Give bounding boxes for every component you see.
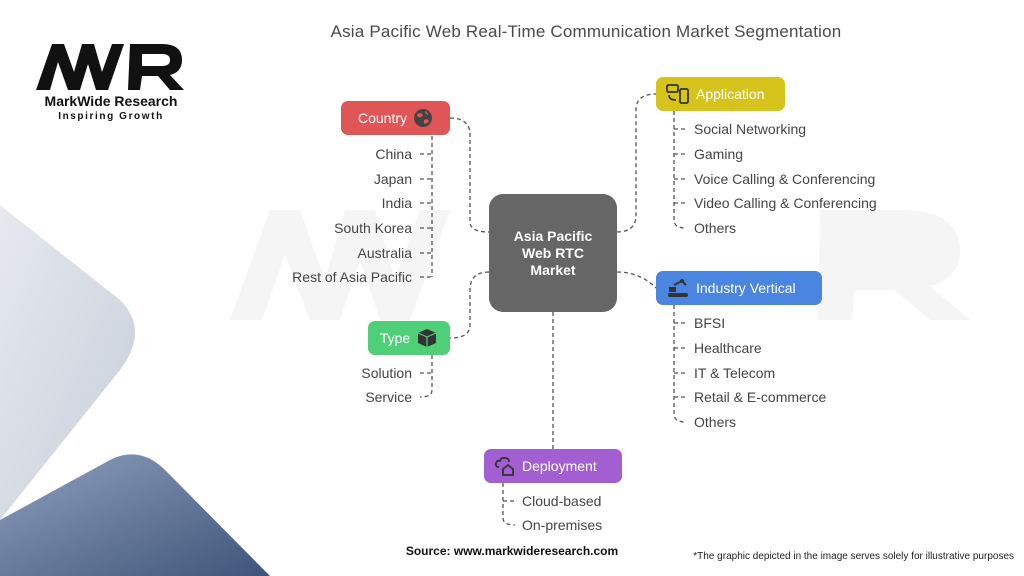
logo-tagline: Inspiring Growth <box>58 111 164 122</box>
page-title: Asia Pacific Web Real-Time Communication… <box>330 22 842 41</box>
box-icon <box>417 329 437 347</box>
industry-item: BFSI <box>694 315 726 331</box>
devices-icon <box>666 84 689 104</box>
industry-item: IT & Telecom <box>694 365 776 381</box>
application-item: Social Networking <box>694 121 807 137</box>
markwide-logo <box>36 44 184 90</box>
segment-label: Application <box>696 86 765 102</box>
source-credit: Source: www.markwideresearch.com <box>405 544 619 558</box>
application-item: Gaming <box>694 146 744 162</box>
country-item: Japan <box>373 171 412 187</box>
country-item: Rest of Asia Pacific <box>292 269 412 285</box>
segment-label: Type <box>379 330 411 346</box>
industry-item: Retail & E-commerce <box>694 389 827 405</box>
center-line: Asia Pacific <box>513 227 593 244</box>
deployment-item: Cloud-based <box>522 493 602 509</box>
segment-label: Industry Vertical <box>696 280 796 296</box>
center-line: Market <box>530 261 576 278</box>
segment-deployment: Deployment <box>484 449 622 483</box>
cloud-house-icon <box>494 456 514 476</box>
globe-icon <box>414 109 433 127</box>
segment-type: Type <box>368 321 450 355</box>
center-node: Asia Pacific Web RTC Market <box>489 194 617 312</box>
segment-country: Country <box>341 101 450 135</box>
country-item: South Korea <box>334 220 412 236</box>
application-item: Video Calling & Conferencing <box>694 195 877 211</box>
application-item: Others <box>694 220 737 236</box>
industry-item: Others <box>694 414 737 430</box>
segment-application: Application <box>656 77 785 111</box>
type-item: Service <box>365 389 412 405</box>
country-item: India <box>381 195 412 211</box>
segment-label: Deployment <box>522 458 597 474</box>
type-item: Solution <box>361 365 412 381</box>
segment-label: Country <box>357 110 408 126</box>
industry-item: Healthcare <box>694 340 762 356</box>
country-item: China <box>375 146 412 162</box>
deployment-item: On-premises <box>522 517 603 533</box>
country-item: Australia <box>357 245 412 261</box>
center-line: Web RTC <box>522 244 584 261</box>
conveyor-icon <box>668 279 688 297</box>
footnote: *The graphic depicted in the image serve… <box>693 551 1014 562</box>
logo-brand: MarkWide Research <box>44 93 178 109</box>
application-item: Voice Calling & Conferencing <box>694 171 876 187</box>
watermark-shape <box>230 210 970 320</box>
segment-industry-vertical: Industry Vertical <box>656 271 822 305</box>
